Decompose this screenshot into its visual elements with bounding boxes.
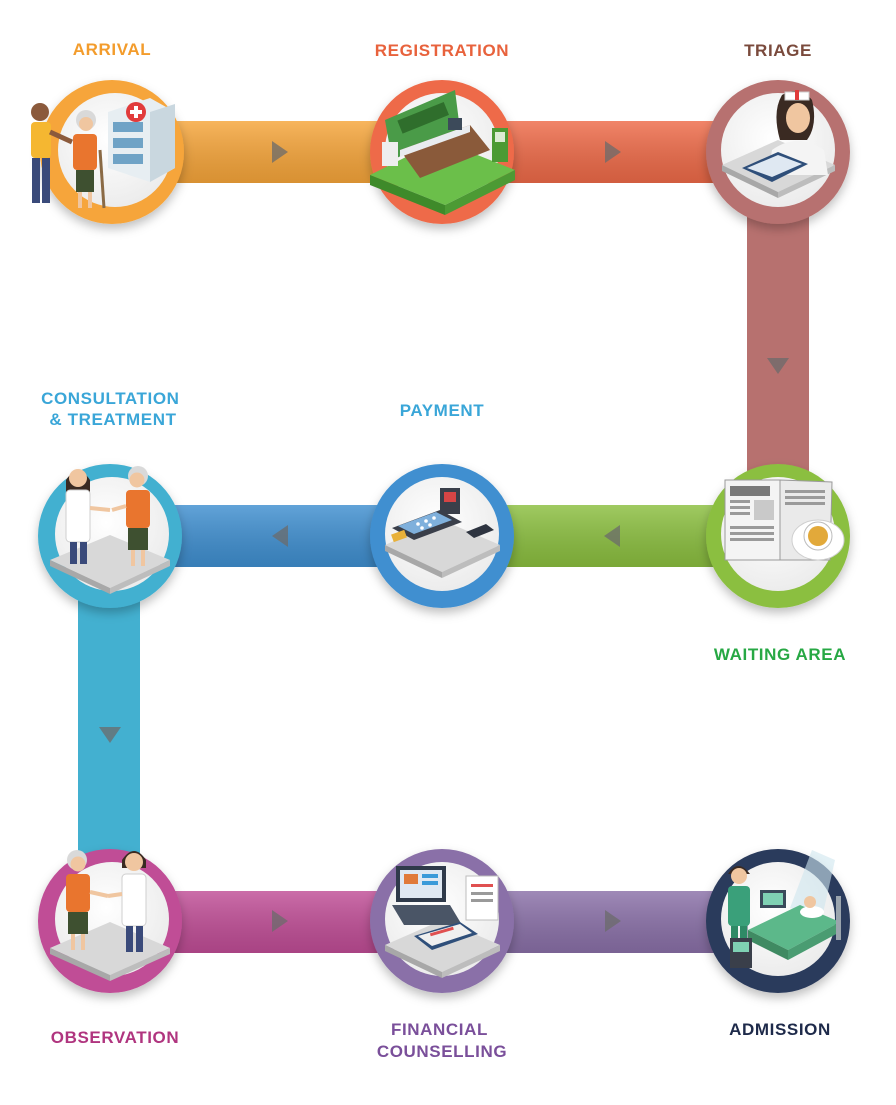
arrow-right-icon xyxy=(605,141,621,163)
arrow-down-icon xyxy=(99,727,121,743)
label-line: PAYMENT xyxy=(400,401,485,420)
step-triage: TRIAGE xyxy=(706,41,850,224)
step-label-financial-counselling: FINANCIAL COUNSELLING xyxy=(377,1020,507,1061)
doctor-patient-observation-icon xyxy=(50,850,170,981)
arrow-left-icon xyxy=(604,525,620,547)
step-payment: PAYMENT xyxy=(370,401,514,608)
label-line: ADMISSION xyxy=(729,1020,831,1039)
nurse-tablet-icon xyxy=(722,90,835,198)
step-label-payment: PAYMENT xyxy=(400,401,485,420)
laptop-documents-icon xyxy=(385,866,500,978)
step-label-arrival: ARRIVAL xyxy=(73,40,152,59)
arrow-left-icon xyxy=(272,525,288,547)
label-line: TRIAGE xyxy=(744,41,812,60)
label-line: WAITING AREA xyxy=(714,645,846,664)
arrow-right-icon xyxy=(605,910,621,932)
card-payment-terminal-icon xyxy=(385,488,500,578)
step-consultation-treatment: CONSULTATION & TREATMENT xyxy=(38,389,185,608)
step-observation: OBSERVATION xyxy=(38,849,182,1047)
label-line: & TREATMENT xyxy=(49,410,176,429)
reception-desk-icon xyxy=(370,90,515,215)
newspaper-coffee-icon xyxy=(724,479,845,561)
step-arrival: ARRIVAL xyxy=(31,40,184,224)
doctor-patient-consultation-icon xyxy=(50,466,170,594)
step-label-registration: REGISTRATION xyxy=(375,41,509,60)
step-label-waiting-area: WAITING AREA xyxy=(714,645,846,664)
label-line: COUNSELLING xyxy=(377,1042,507,1061)
label-line: OBSERVATION xyxy=(51,1028,179,1047)
patient-arrival-hospital-icon xyxy=(31,98,175,209)
label-line: REGISTRATION xyxy=(375,41,509,60)
arrow-right-icon xyxy=(272,910,288,932)
step-financial-counselling: FINANCIAL COUNSELLING xyxy=(370,849,514,1061)
step-registration: REGISTRATION xyxy=(370,41,515,224)
step-waiting-area: WAITING AREA xyxy=(706,464,850,664)
arrow-right-icon xyxy=(272,141,288,163)
step-label-triage: TRIAGE xyxy=(744,41,812,60)
arrow-down-icon xyxy=(767,358,789,374)
step-label-admission: ADMISSION xyxy=(729,1020,831,1039)
step-label-consultation-treatment: CONSULTATION & TREATMENT xyxy=(41,389,185,429)
flow-arrows xyxy=(99,141,789,932)
label-line: CONSULTATION xyxy=(41,389,179,408)
label-line: FINANCIAL xyxy=(391,1020,488,1039)
hospital-bed-admission-icon xyxy=(728,850,841,968)
label-line: ARRIVAL xyxy=(73,40,152,59)
step-admission: ADMISSION xyxy=(706,849,850,1039)
step-label-observation: OBSERVATION xyxy=(51,1028,179,1047)
